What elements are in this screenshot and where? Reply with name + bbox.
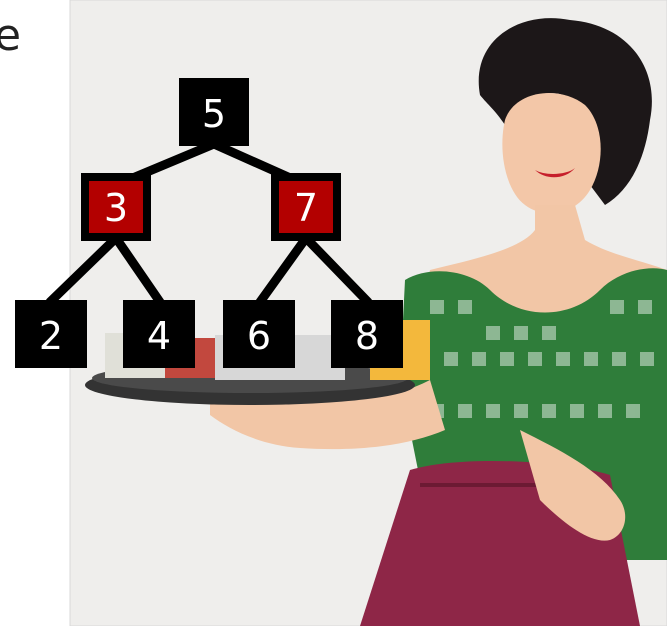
tree-node-right-right: 8 — [331, 300, 403, 368]
node-label-left: 3 — [104, 186, 128, 230]
tree-node-root: 5 — [179, 78, 249, 146]
node-label-left-right: 4 — [147, 314, 171, 358]
tree-node-left: 3 — [81, 173, 151, 241]
tree-node-left-right: 4 — [123, 300, 195, 368]
node-label-root: 5 — [202, 92, 226, 136]
tree-node-left-left: 2 — [15, 300, 87, 368]
node-label-right: 7 — [294, 186, 318, 230]
node-label-right-left: 6 — [247, 314, 271, 358]
tree-node-right: 7 — [271, 173, 341, 241]
node-label-left-left: 2 — [39, 314, 63, 358]
tree-node-right-left: 6 — [223, 300, 295, 368]
cropped-title-fragment: e — [0, 10, 21, 61]
node-label-right-right: 8 — [355, 314, 379, 358]
